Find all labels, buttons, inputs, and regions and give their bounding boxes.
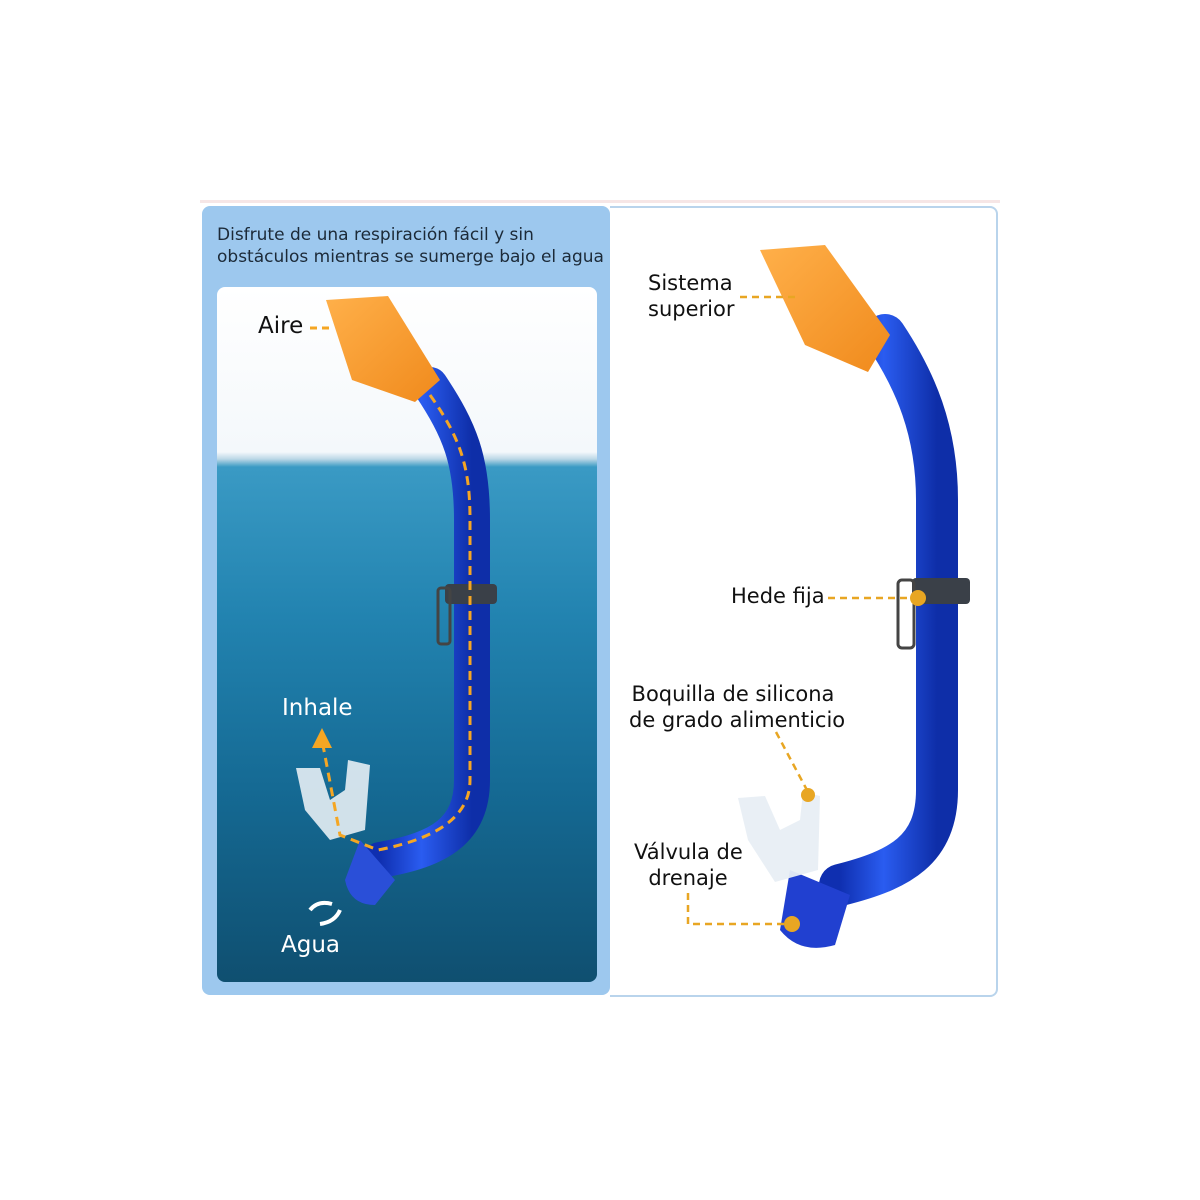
label-water: Agua [281, 932, 341, 958]
label-valve: Válvula de drenaje [634, 839, 743, 891]
top-valve-right [760, 245, 890, 372]
snorkel-left [296, 296, 497, 926]
snorkel-right [686, 245, 970, 948]
label-mouthpiece-line1: Boquilla de silicona [631, 682, 835, 706]
label-clip: Hede fija [731, 584, 825, 608]
label-top-system: Sistema superior [648, 270, 734, 322]
label-air: Aire [258, 313, 304, 339]
caption-line-1: Disfrute de una respiración fácil y sin [217, 225, 534, 245]
top-divider [200, 200, 1000, 203]
left-caption: Disfrute de una respiración fácil y sin … [217, 224, 604, 268]
label-valve-line1: Válvula de [634, 840, 743, 864]
label-top-system-line1: Sistema [648, 271, 733, 295]
label-mouthpiece: Boquilla de silicona de grado alimentici… [629, 681, 846, 733]
top-valve-left [326, 296, 440, 402]
clip-right [912, 578, 970, 604]
clip-left [445, 584, 497, 604]
caption-line-2: obstáculos mientras se sumerge bajo el a… [217, 247, 604, 267]
label-top-system-line2: superior [648, 297, 735, 321]
label-inhale: Inhale [282, 695, 353, 721]
label-mouthpiece-line2: de grado alimenticio [629, 708, 846, 732]
label-valve-line2: drenaje [648, 866, 728, 890]
